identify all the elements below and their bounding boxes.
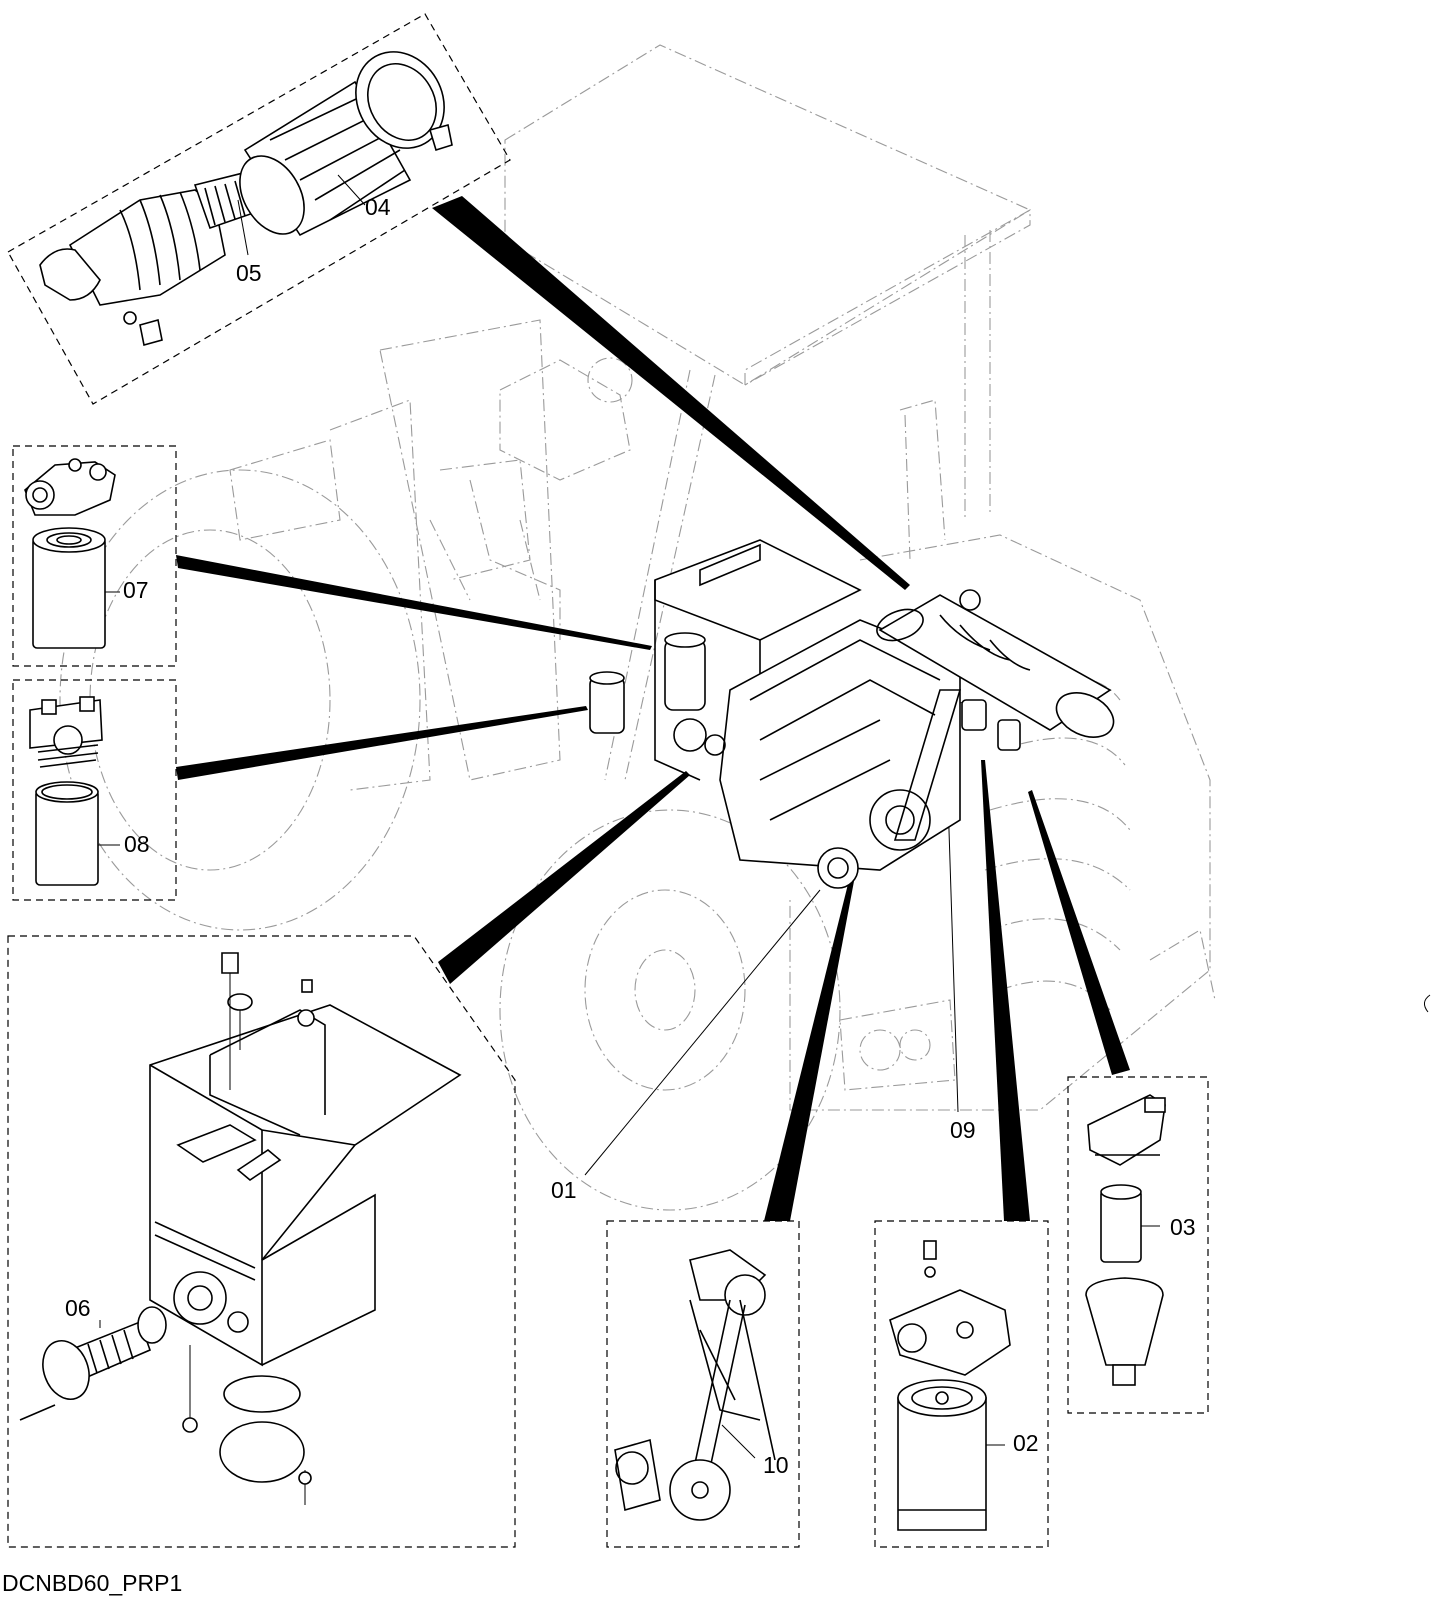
air-cleaner-housing <box>68 189 226 306</box>
callout-09: 09 <box>950 1117 976 1143</box>
box-10-frame <box>606 1220 800 1548</box>
gasket <box>223 1375 301 1413</box>
fuel-filter-02 <box>961 699 987 731</box>
front-wheel-left <box>59 469 421 931</box>
separator-element <box>1100 1189 1142 1263</box>
box-08 <box>12 679 177 901</box>
hydraulic-tank <box>654 539 862 641</box>
callout-06: 06 <box>65 1295 91 1321</box>
box-06 <box>7 935 516 1548</box>
box-06-frame <box>7 935 516 1548</box>
box-02 <box>874 1220 1049 1548</box>
separator-bowl <box>1085 1277 1164 1366</box>
filter-bowl-08 <box>35 789 99 886</box>
air-cleaner <box>878 594 1112 731</box>
callout-05: 05 <box>236 260 262 286</box>
wheel-loader-outline <box>59 44 1216 1211</box>
box-04-05-frame <box>7 13 511 405</box>
callout-03: 03 <box>1170 1214 1196 1240</box>
box-07 <box>12 445 177 667</box>
box-air-filter <box>7 13 511 405</box>
cab-pillar-rear <box>964 230 991 520</box>
box-02-frame <box>874 1220 1049 1548</box>
engine-assembly <box>589 539 1115 889</box>
rear-wheel <box>499 809 841 1211</box>
hydraulic-tank-06 <box>149 1004 462 1367</box>
leader-wedges <box>176 196 1130 1221</box>
callout-04: 04 <box>365 194 391 220</box>
water-separator-03 <box>997 719 1021 751</box>
strainer-port <box>173 1271 227 1325</box>
boom-arm <box>379 319 561 781</box>
edge-mark <box>1424 994 1431 1013</box>
callout-08: 08 <box>124 831 150 857</box>
air-cleaner-inlet <box>39 248 101 301</box>
cover-plate <box>219 1421 305 1483</box>
box-03-frame <box>1067 1076 1209 1414</box>
engine-block <box>719 619 961 871</box>
callout-07: 07 <box>123 577 149 603</box>
callout-02: 02 <box>1013 1430 1039 1456</box>
engine-hood <box>789 534 1211 1111</box>
drawing-code: DCNBD60_PRP1 <box>2 1570 183 1596</box>
breather-bolt <box>221 952 239 974</box>
cab-roof <box>504 44 1032 386</box>
fuel-filter-head <box>889 1289 1011 1376</box>
box-10 <box>606 1220 800 1548</box>
filter-canister-08 <box>589 677 625 734</box>
box-03 <box>1067 1076 1209 1414</box>
crank-pulley <box>615 1451 649 1485</box>
callout-01: 01 <box>551 1177 577 1203</box>
filter-cartridge-07 <box>32 537 106 649</box>
filter-canister-07 <box>664 639 706 711</box>
oil-filter <box>817 847 859 889</box>
callout-10: 10 <box>763 1452 789 1478</box>
leader-01 <box>584 889 821 1176</box>
